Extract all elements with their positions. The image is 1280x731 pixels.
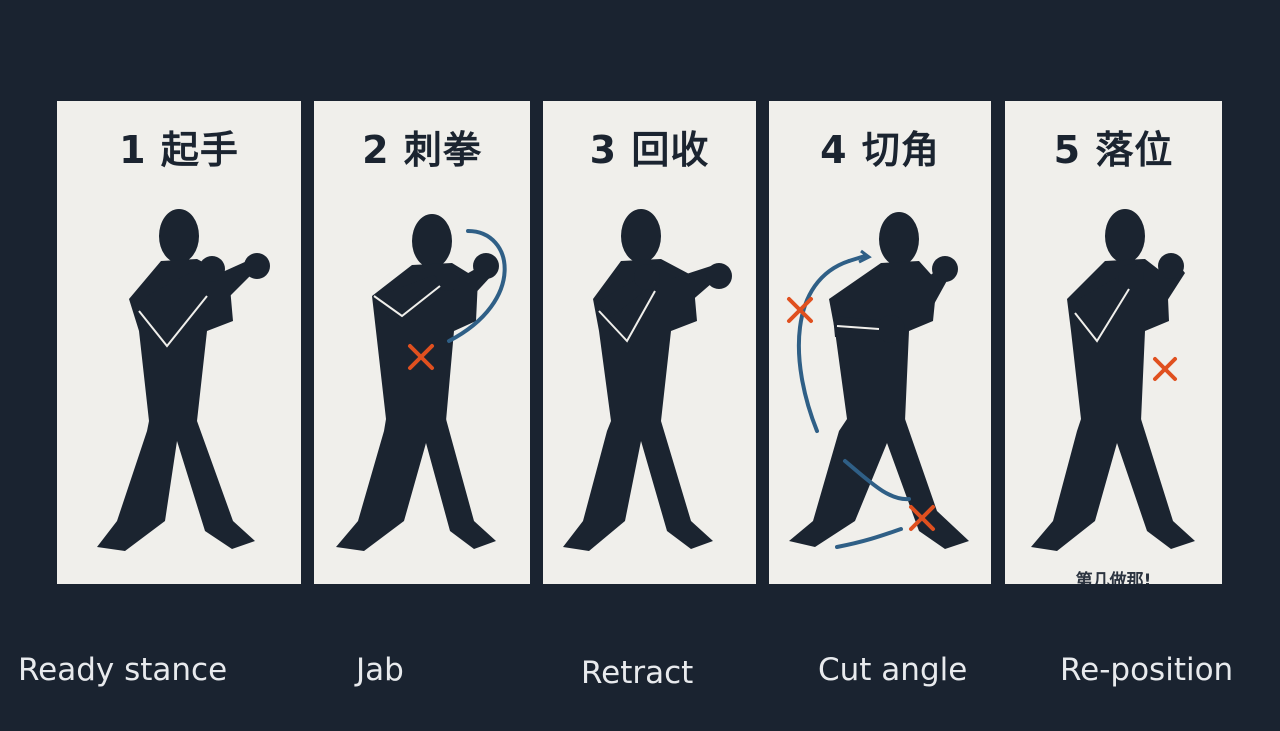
caption-re-position: Re-position [1060,652,1234,688]
target-x-marker [408,344,434,370]
ready-stance-figure [97,209,270,551]
cut-angle-arrows [796,254,911,549]
x-marker-foot [909,505,935,531]
re-position-figure [1031,209,1195,551]
cut-angle-figure [787,212,969,549]
jab-arc-arrow [447,229,507,343]
caption-jab: Jab [356,652,404,688]
caption-ready-stance: Ready stance [18,652,228,688]
step-panel-2: 2 刺拳 [314,101,530,584]
step-title-5: 5 落位 [1053,128,1174,172]
caption-cut-angle: Cut angle [818,652,968,688]
step-panel-3: 3 回收 [543,101,756,584]
caption-retract: Retract [581,655,694,691]
retract-figure [563,209,732,551]
step-panel-5: 5 落位 第几做那! [1005,101,1222,584]
step-panel-1: 1 起手 [57,101,301,584]
step-title-4: 4 切角 [820,128,940,172]
step-panel-4: 4 切角 [769,101,991,584]
step-title-3: 3 回收 [589,128,710,172]
step-title-2: 2 刺拳 [362,128,482,172]
x-marker [1153,357,1177,381]
step-title-1: 1 起手 [119,128,239,172]
watermark-text: 第几做那! [1075,571,1152,584]
x-marker-left [787,297,813,323]
jab-figure [336,214,507,551]
